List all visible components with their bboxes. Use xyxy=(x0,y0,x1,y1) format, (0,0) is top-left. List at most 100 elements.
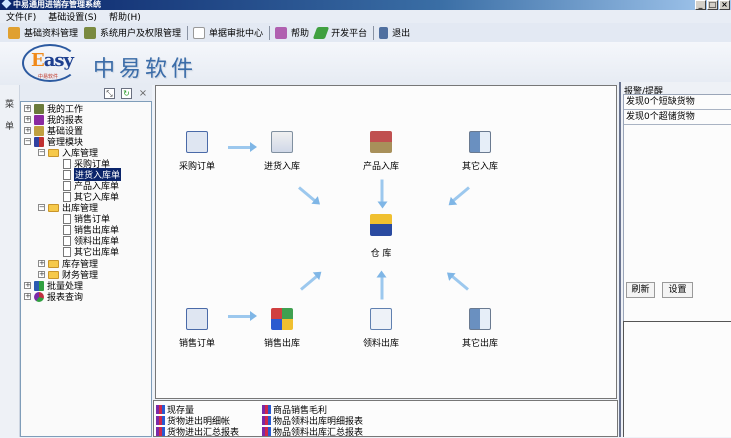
tree-node-label: 批量处理 xyxy=(47,282,84,292)
alert-row[interactable]: 发现0个超储货物 xyxy=(624,110,731,125)
batch-icon xyxy=(34,280,44,291)
tree-node-outbound[interactable]: − 出库管理 xyxy=(38,202,99,214)
refresh-button[interactable]: 刷新 xyxy=(626,282,655,298)
expand-toggle[interactable]: + xyxy=(24,104,31,112)
expand-toggle[interactable]: + xyxy=(38,259,45,267)
report-link[interactable]: 现存量 xyxy=(156,403,194,416)
bar-chart-icon xyxy=(262,427,271,436)
app-icon xyxy=(1,0,12,9)
refresh-icon[interactable]: ↻ xyxy=(121,87,132,99)
tree-node-other-out[interactable]: 其它出库单 xyxy=(63,246,120,258)
settings-icon xyxy=(34,125,44,136)
flow-node-product-in[interactable]: 产品入库 xyxy=(356,131,406,172)
flow-node-purchase-in[interactable]: 进货入库 xyxy=(257,131,307,172)
minimize-button[interactable]: _ xyxy=(695,0,706,10)
expand-toggle[interactable]: + xyxy=(24,281,31,289)
alert-row[interactable]: 发现0个短缺货物 xyxy=(624,95,731,110)
quick-reports-list: 现存量 货物进出明细帐 货物进出汇总报表 商品销售毛利 物品领料出库明细报表 物… xyxy=(153,400,618,438)
flow-node-label: 其它入库 xyxy=(461,162,498,172)
tree-node-label: 库存管理 xyxy=(62,260,99,270)
tree-node-product-in[interactable]: 产品入库单 xyxy=(63,180,119,192)
tree-node-management[interactable]: − 管理模块 xyxy=(24,136,83,148)
maximize-button[interactable]: □ xyxy=(707,0,718,10)
tree-node-inbound[interactable]: − 入库管理 xyxy=(38,147,98,159)
tree-node-other-in[interactable]: 其它入库单 xyxy=(63,191,120,203)
document-icon xyxy=(63,158,71,169)
report-link[interactable]: 货物进出汇总报表 xyxy=(156,425,239,438)
arrow-diagonal xyxy=(450,274,469,291)
menu-basic-settings[interactable]: 基础设置(S) xyxy=(48,13,97,23)
tree-node-purchase-order[interactable]: 采购订单 xyxy=(63,158,110,170)
basic-data-button[interactable]: 基础资料管理 xyxy=(8,26,78,39)
settings-button[interactable]: 设置 xyxy=(662,282,693,298)
bar-chart-icon xyxy=(156,405,165,414)
flow-node-label: 销售订单 xyxy=(178,339,215,349)
flow-node-other-in[interactable]: 其它入库 xyxy=(455,131,505,172)
report-link[interactable]: 货物进出明细帐 xyxy=(156,414,230,427)
edit-order-icon xyxy=(186,308,208,330)
close-button[interactable]: × xyxy=(719,0,730,10)
menu-side-tab[interactable]: 菜 单 xyxy=(0,85,20,437)
tree-node-label: 其它出库单 xyxy=(74,248,120,258)
flow-node-purchase-order[interactable]: 采购订单 xyxy=(172,131,222,172)
alert-detail-area xyxy=(623,321,731,437)
approval-center-label: 单据审批中心 xyxy=(209,29,264,39)
tree-node-sales-order[interactable]: 销售订单 xyxy=(63,213,110,225)
flow-node-label: 产品入库 xyxy=(362,162,399,172)
tree-node-basic-settings[interactable]: + 基础设置 xyxy=(24,125,83,137)
side-label: 菜 xyxy=(5,100,15,110)
menu-file[interactable]: 文件(F) xyxy=(6,13,37,23)
tree-node-label: 进货入库单 xyxy=(74,168,122,181)
help-button[interactable]: 帮助 xyxy=(275,26,309,39)
report-link[interactable]: 商品销售毛利 xyxy=(262,403,327,416)
document-icon xyxy=(63,180,71,191)
tree-node-purchase-in[interactable]: 进货入库单 xyxy=(63,168,122,181)
pen-icon xyxy=(312,26,330,39)
product-box-icon xyxy=(370,131,392,153)
report-label: 商品销售毛利 xyxy=(273,406,328,416)
approval-center-button[interactable]: 单据审批中心 xyxy=(193,26,263,39)
workflow-diagram: 采购订单 进货入库 产品入库 其它入库 仓 库 销售订单 销售出库 领料出库 其… xyxy=(155,85,617,399)
other-out-icon xyxy=(469,308,491,330)
expand-icon[interactable]: ⤡ xyxy=(104,87,115,99)
close-icon[interactable]: × xyxy=(138,87,148,99)
folder-icon xyxy=(48,270,59,279)
menu-bar: 文件(F) 基础设置(S) 帮助(H) xyxy=(0,10,731,23)
flow-node-label: 仓 库 xyxy=(370,249,392,259)
logo-oval xyxy=(22,44,78,82)
flow-node-label: 领料出库 xyxy=(362,339,399,349)
tree-node-label: 出库管理 xyxy=(62,204,99,214)
flow-node-label: 进货入库 xyxy=(263,162,300,172)
flow-node-other-out[interactable]: 其它出库 xyxy=(455,308,505,349)
tree-node-label: 其它入库单 xyxy=(74,193,120,203)
tree-node-sales-out[interactable]: 销售出库单 xyxy=(63,224,119,236)
collapse-toggle[interactable]: − xyxy=(38,203,45,211)
report-link[interactable]: 物品领料出库明细报表 xyxy=(262,414,363,427)
tree-node-material-out[interactable]: 领料出库单 xyxy=(63,235,119,247)
tree-node-report-query[interactable]: + 报表查询 xyxy=(24,291,83,303)
flow-node-material-out[interactable]: 领料出库 xyxy=(356,308,406,349)
expand-toggle[interactable]: + xyxy=(24,126,31,134)
flow-node-sales-out[interactable]: 销售出库 xyxy=(257,308,307,349)
report-icon xyxy=(34,114,44,125)
tree-node-inventory[interactable]: + 库存管理 xyxy=(38,258,99,270)
tree-node-finance[interactable]: + 财务管理 xyxy=(38,269,98,281)
report-link[interactable]: 物品领料出库汇总报表 xyxy=(262,425,363,438)
flow-node-warehouse[interactable]: 仓 库 xyxy=(356,214,406,259)
exit-button[interactable]: 退出 xyxy=(379,26,410,39)
menu-help[interactable]: 帮助(H) xyxy=(108,13,141,23)
collapse-toggle[interactable]: − xyxy=(38,148,45,156)
expand-toggle[interactable]: + xyxy=(24,115,31,123)
user-permission-button[interactable]: 系统用户及权限管理 xyxy=(84,26,181,39)
tree-node-batch[interactable]: + 批量处理 xyxy=(24,280,84,292)
flow-node-sales-order[interactable]: 销售订单 xyxy=(172,308,222,349)
title-bar: 中易通用进销存管理系统 _ □ × xyxy=(0,0,731,10)
tree-node-my-work[interactable]: + 我的工作 xyxy=(24,103,83,115)
tree-header: ⤡ ↻ × xyxy=(20,85,152,101)
expand-toggle[interactable]: + xyxy=(24,292,31,300)
collapse-toggle[interactable]: − xyxy=(24,137,31,145)
expand-toggle[interactable]: + xyxy=(38,270,45,278)
dev-platform-button[interactable]: 开发平台 xyxy=(312,26,367,39)
tree-node-label: 我的报表 xyxy=(47,116,84,126)
tree-node-my-reports[interactable]: + 我的报表 xyxy=(24,114,84,126)
